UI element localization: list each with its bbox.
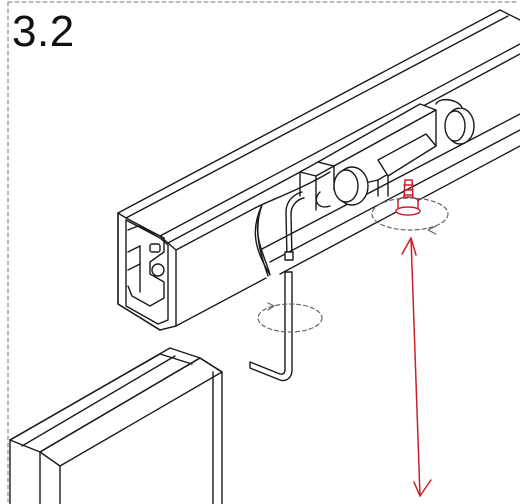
height-adjust-arrow xyxy=(401,237,432,497)
step-number: 3.2 xyxy=(12,7,75,56)
hex-key-rotation-arrow xyxy=(257,302,323,333)
roller-carriage-with-wheels xyxy=(299,98,475,211)
screw-rotation-arrow xyxy=(371,197,449,235)
hex-key-tool xyxy=(249,271,293,382)
glass-door-panel xyxy=(9,347,223,504)
height-adjustment-screw xyxy=(395,179,421,216)
frame-border xyxy=(7,1,519,503)
hex-key-inserted xyxy=(284,191,305,261)
rail-cutaway xyxy=(254,204,271,277)
